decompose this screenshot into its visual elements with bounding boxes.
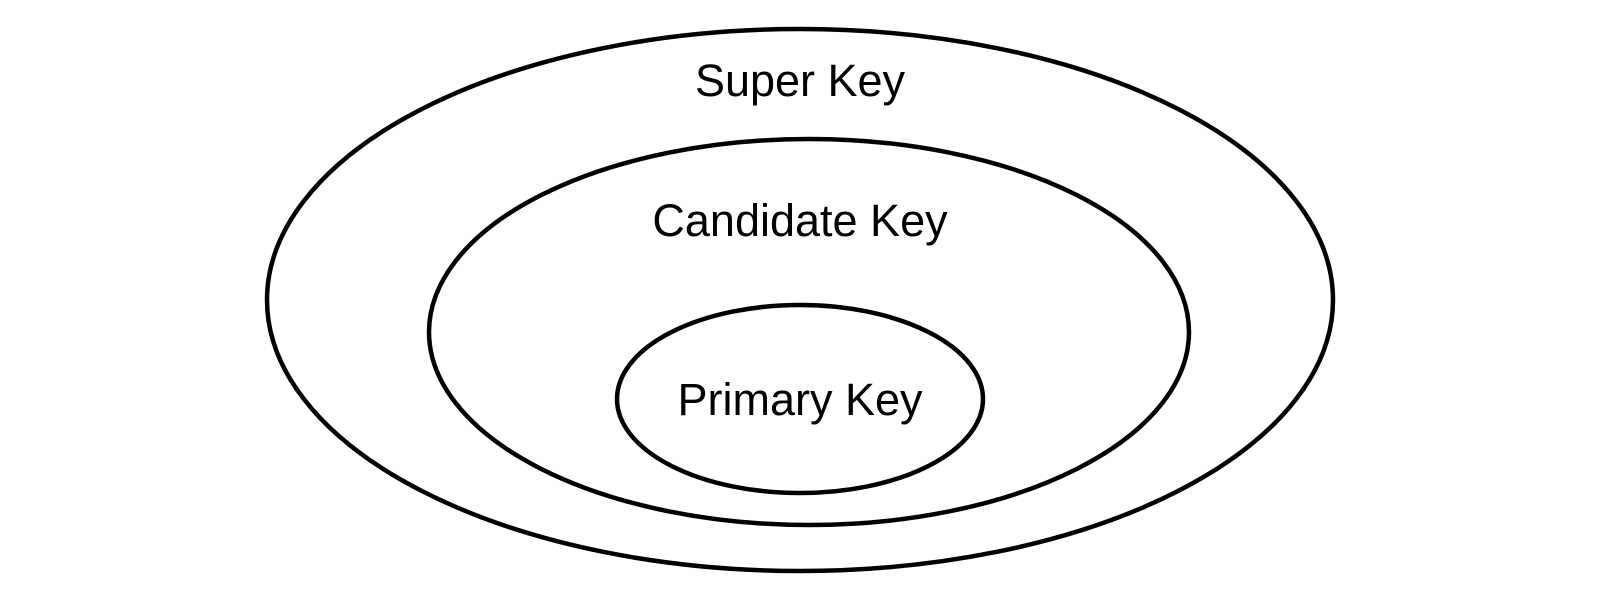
candidate-key-ellipse: [426, 136, 1192, 528]
super-key-label: Super Key: [695, 55, 906, 106]
primary-key-ellipse: [614, 302, 986, 496]
candidate-key-label: Candidate Key: [652, 195, 948, 246]
primary-key-label: Primary Key: [677, 374, 923, 425]
super-key-ellipse: [264, 26, 1336, 574]
